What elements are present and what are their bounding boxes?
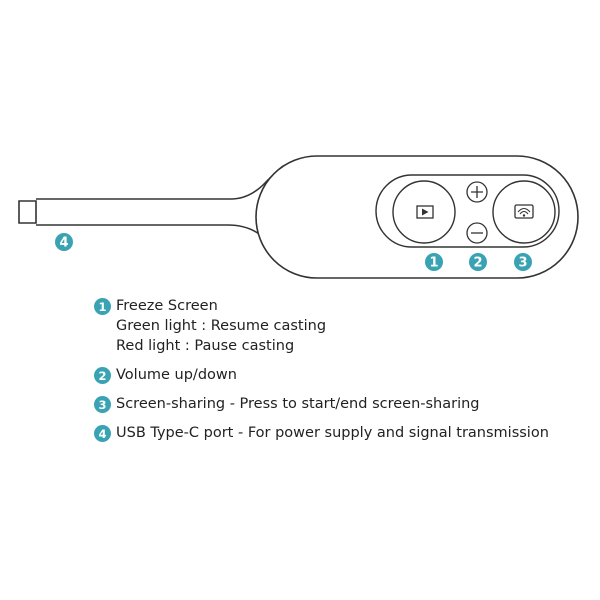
legend-detail: Green light : Resume casting (116, 318, 327, 334)
legend-badge: 4 (94, 425, 111, 442)
badge-2: 2 (469, 253, 487, 271)
legend-detail: Red light : Pause casting (116, 338, 295, 354)
plus-icon (471, 186, 483, 198)
legend-title: Volume up/down (116, 367, 237, 383)
legend-badge: 1 (94, 298, 111, 315)
cast-icon (514, 204, 534, 219)
cable (36, 165, 284, 237)
legend-item-screen-sharing: 3 Screen-sharing - Press to start/end sc… (94, 394, 594, 414)
badge-4: 4 (55, 233, 73, 251)
legend-title: Freeze Screen (116, 298, 218, 314)
legend-item-volume: 2 Volume up/down (94, 365, 594, 385)
legend-title: Screen-sharing - Press to start/end scre… (116, 396, 480, 412)
legend-item-freeze-screen: 1 Freeze Screen Green light : Resume cas… (94, 296, 594, 356)
legend-badge: 2 (94, 367, 111, 384)
legend-item-usb-port: 4 USB Type-C port - For power supply and… (94, 423, 594, 443)
svg-text:1: 1 (429, 256, 438, 271)
svg-text:4: 4 (59, 236, 68, 251)
usb-c-connector (18, 200, 37, 224)
play-icon (416, 205, 434, 219)
svg-text:3: 3 (518, 256, 527, 271)
svg-text:2: 2 (473, 256, 482, 271)
legend: 1 Freeze Screen Green light : Resume cas… (94, 296, 594, 443)
legend-badge: 3 (94, 396, 111, 413)
badge-3: 3 (514, 253, 532, 271)
legend-title: USB Type-C port - For power supply and s… (116, 425, 549, 441)
badge-1: 1 (425, 253, 443, 271)
